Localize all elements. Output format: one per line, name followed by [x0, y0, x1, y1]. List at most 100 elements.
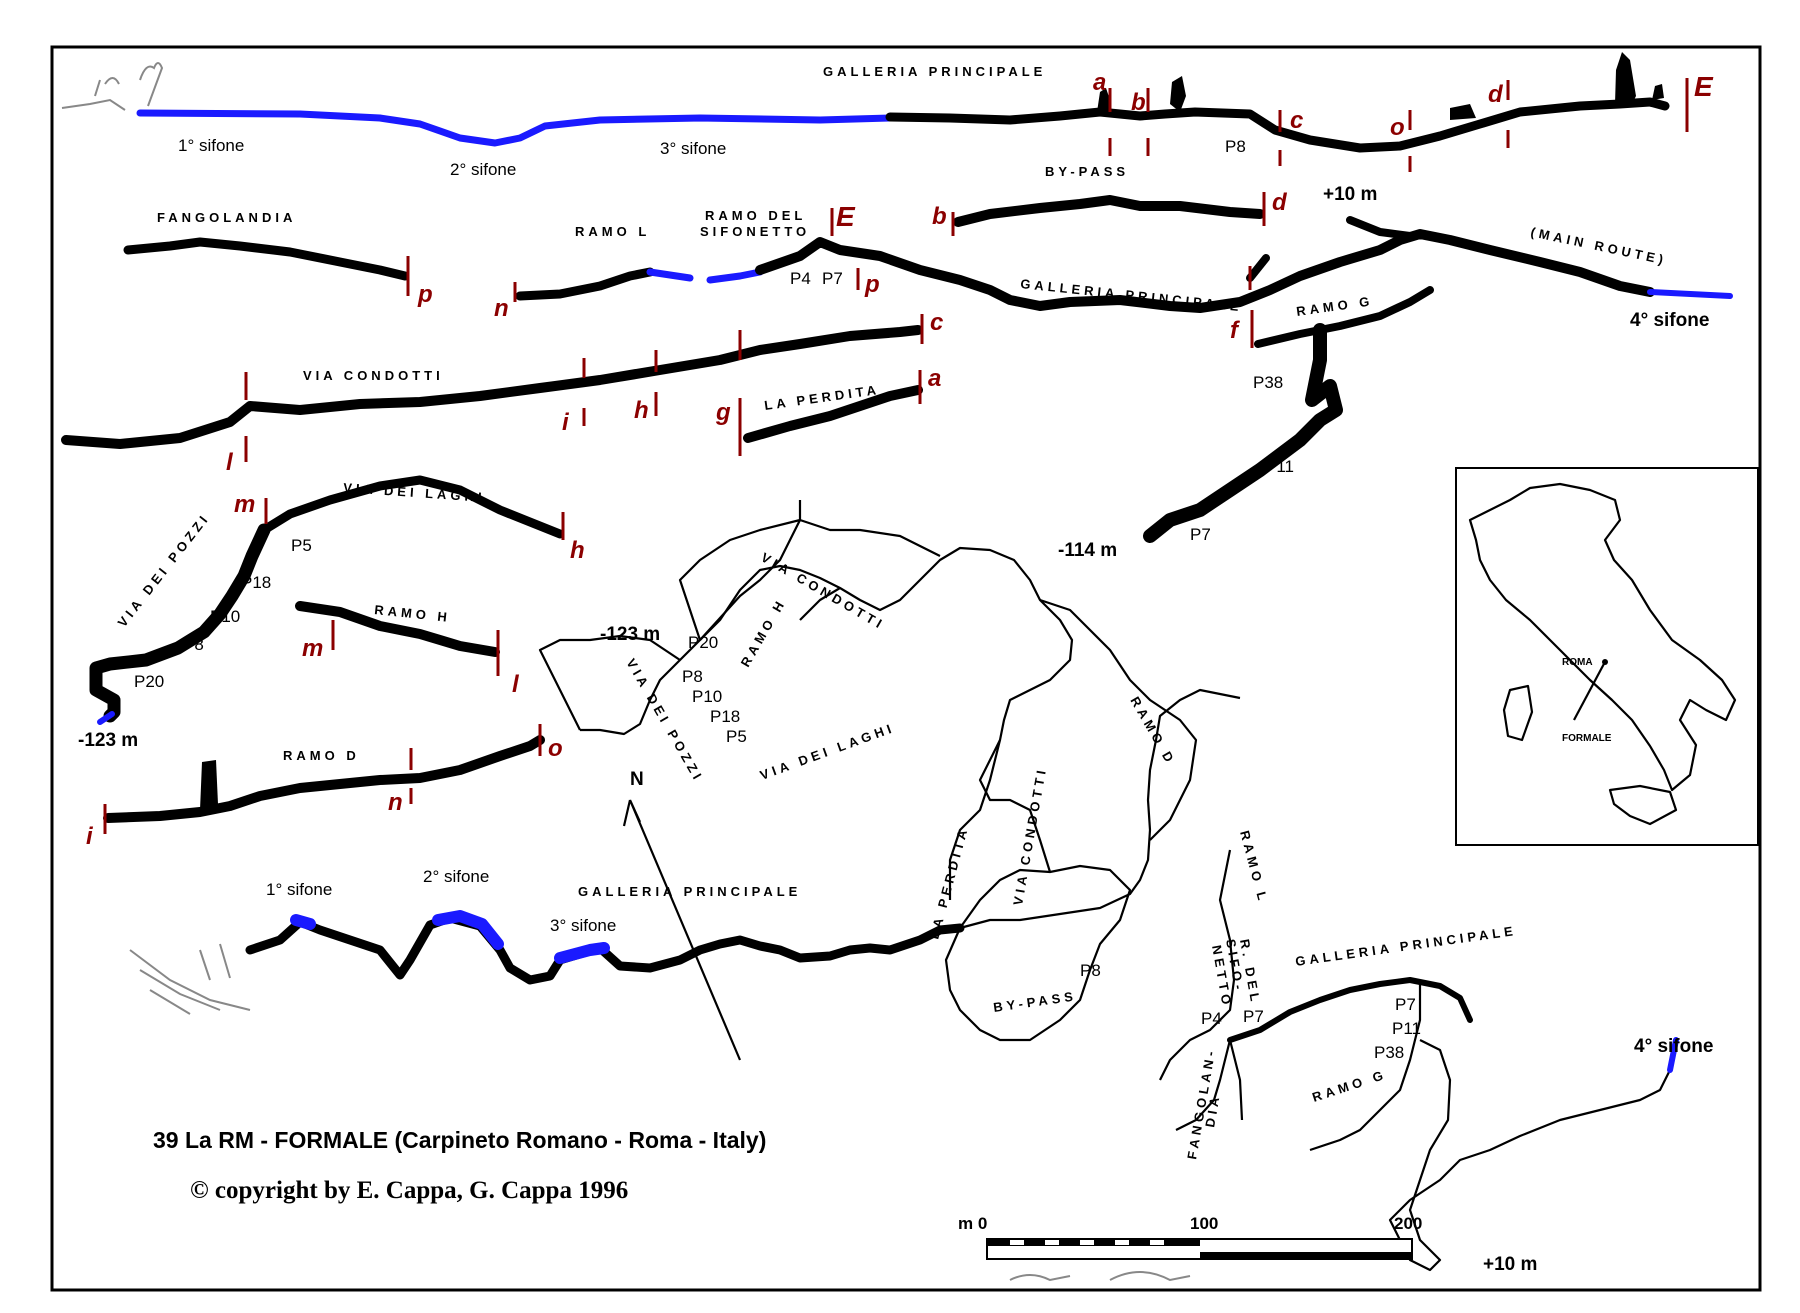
label-north: N: [630, 769, 644, 790]
label-ramo-l: RAMO L: [575, 224, 650, 239]
plan-la-perdita: [948, 739, 1002, 900]
water-sifoni-1-3: [136, 109, 894, 147]
inset-formale: FORMALE: [1562, 733, 1612, 744]
label-sifone4-plan: 4° sifone: [1634, 1036, 1713, 1057]
marker-p-mid: p: [864, 271, 880, 298]
signatures: [1009, 1271, 1191, 1282]
label-p7-top: P7: [1190, 525, 1211, 544]
label-sifone4-top: 4° sifone: [1630, 310, 1709, 331]
sicily-outline: [1608, 784, 1678, 826]
label-ramo-h: RAMO H: [374, 602, 452, 625]
ramo-h-profile: [295, 601, 500, 657]
label-sifone1-plan: 1° sifone: [266, 880, 332, 899]
plan-ramo-d: [1039, 598, 1198, 841]
main-route-spur: [1346, 216, 1414, 240]
marker-i-condotti: i: [562, 409, 570, 436]
water-via-pozzi: [97, 711, 115, 725]
label-galleria-principale-plan: GALLERIA PRINCIPALE: [578, 884, 801, 899]
label-galleria-principale-plan-2: GALLERIA PRINCIPALE: [1294, 923, 1517, 969]
galleria-principale-mid-profile: [755, 229, 1655, 313]
scale-label-0: m 0: [958, 1214, 987, 1233]
inset-italy-map: [1455, 467, 1759, 846]
label-by-pass: BY-PASS: [1045, 164, 1129, 179]
marker-d-top: d: [1488, 81, 1504, 108]
label-p18-profile: P18: [241, 573, 271, 592]
label-p10-profile: P10: [210, 607, 240, 626]
water-sifonetto: [646, 268, 764, 284]
marker-E-mid: E: [836, 201, 856, 232]
label-galleria-principale-top: GALLERIA PRINCIPALE: [823, 64, 1046, 79]
entrance-sketch: [61, 62, 164, 111]
marker-o-top: o: [1390, 114, 1405, 141]
la-perdita-profile: [743, 385, 923, 443]
profile-galleria-principale: [61, 52, 1670, 153]
label-fangolandia: FANGOLANDIA: [157, 210, 296, 225]
plan-view: [129, 500, 1679, 1272]
label-p20-plan: P20: [688, 633, 718, 652]
label-sifone3-top: 3° sifone: [660, 139, 726, 158]
label-minus123-profile: -123 m: [78, 730, 138, 751]
label-minus114: -114 m: [1058, 540, 1117, 561]
marker-l-condotti: l: [226, 449, 234, 476]
marker-o-ramod: o: [548, 735, 563, 762]
label-plus10-top: +10 m: [1323, 184, 1377, 205]
north-arrow: [622, 799, 742, 1061]
inset-roma: ROMA: [1562, 657, 1593, 668]
plan-branches: [959, 688, 1241, 930]
label-ramo-d: RAMO D: [283, 748, 360, 763]
label-p7-plan-east: P7: [1395, 995, 1416, 1014]
plan-ramo-g-and-downstream: [1309, 984, 1671, 1272]
via-dei-pozzi-profile: [89, 523, 271, 723]
marker-b-top: b: [1131, 89, 1146, 116]
marker-g: g: [715, 399, 731, 426]
copyright: © copyright by E. Cappa, G. Cappa 1996: [190, 1177, 628, 1204]
ramo-d-profile: [103, 735, 545, 823]
marker-E-top: E: [1694, 71, 1714, 102]
label-via-dei-pozzi: VIA DEI POZZI: [115, 510, 213, 630]
label-p20-profile: P20: [134, 672, 164, 691]
label-ramo-del: RAMO DEL: [705, 208, 806, 223]
label-p38-top: P38: [1253, 373, 1283, 392]
label-sifone2-plan: 2° sifone: [423, 867, 489, 886]
label-p10-plan: P10: [692, 687, 722, 706]
label-by-pass-plan: BY-PASS: [992, 988, 1077, 1015]
label-sifone3-plan: 3° sifone: [550, 916, 616, 935]
label-fangolandia-plan-2: DIA: [1202, 1092, 1223, 1128]
label-via-condotti: VIA CONDOTTI: [303, 368, 444, 383]
label-p8-plan-pozzi: P8: [682, 667, 703, 686]
plan-galleria-principale-east: [1227, 977, 1473, 1043]
label-p18-plan: P18: [710, 707, 740, 726]
label-sifone1-top: 1° sifone: [178, 136, 244, 155]
label-p8-top: P8: [1225, 137, 1246, 156]
label-ramo-l-plan: RAMO L: [1237, 829, 1271, 906]
scale-label-100: 100: [1190, 1214, 1218, 1233]
label-via-condotti-plan-2: VIA CONDOTTI: [1010, 765, 1049, 906]
label-p7-mid: P7: [822, 269, 843, 288]
marker-l-ramoh: l: [512, 671, 520, 698]
ramo-l-profile: [515, 267, 655, 301]
label-p11-plan: P11: [1392, 1019, 1421, 1038]
marker-h-condotti: h: [634, 397, 649, 424]
marker-i-ramod: i: [86, 823, 94, 850]
marker-c-top: c: [1290, 107, 1303, 134]
label-ramo-h-plan: RAMO H: [738, 596, 789, 670]
plan-water-sifoni: [290, 910, 610, 964]
plan-via-laghi-loop: [580, 546, 1074, 873]
plan-water-sifone4: [1667, 1037, 1679, 1073]
marker-a-perdita: a: [928, 365, 941, 392]
sardinia-outline: [1502, 684, 1534, 742]
ramo-g-profile: [1254, 286, 1434, 348]
marker-p-fango: p: [417, 281, 433, 308]
scale-label-200: 200: [1394, 1214, 1422, 1233]
formale-location-dot: [1602, 659, 1608, 665]
label-p7-plan: P7: [1243, 1007, 1264, 1026]
galleria-principale-profile: [885, 97, 1670, 153]
galleria-spur: [1246, 254, 1270, 282]
label-p5-profile: P5: [291, 536, 312, 555]
marker-n-mid: n: [494, 295, 509, 322]
marker-d-bypass: d: [1272, 189, 1288, 216]
plan-fangolandia: [1175, 1039, 1244, 1131]
ramo-d-shaft: [200, 760, 218, 810]
label-minus123-plan: -123 m: [600, 624, 660, 645]
